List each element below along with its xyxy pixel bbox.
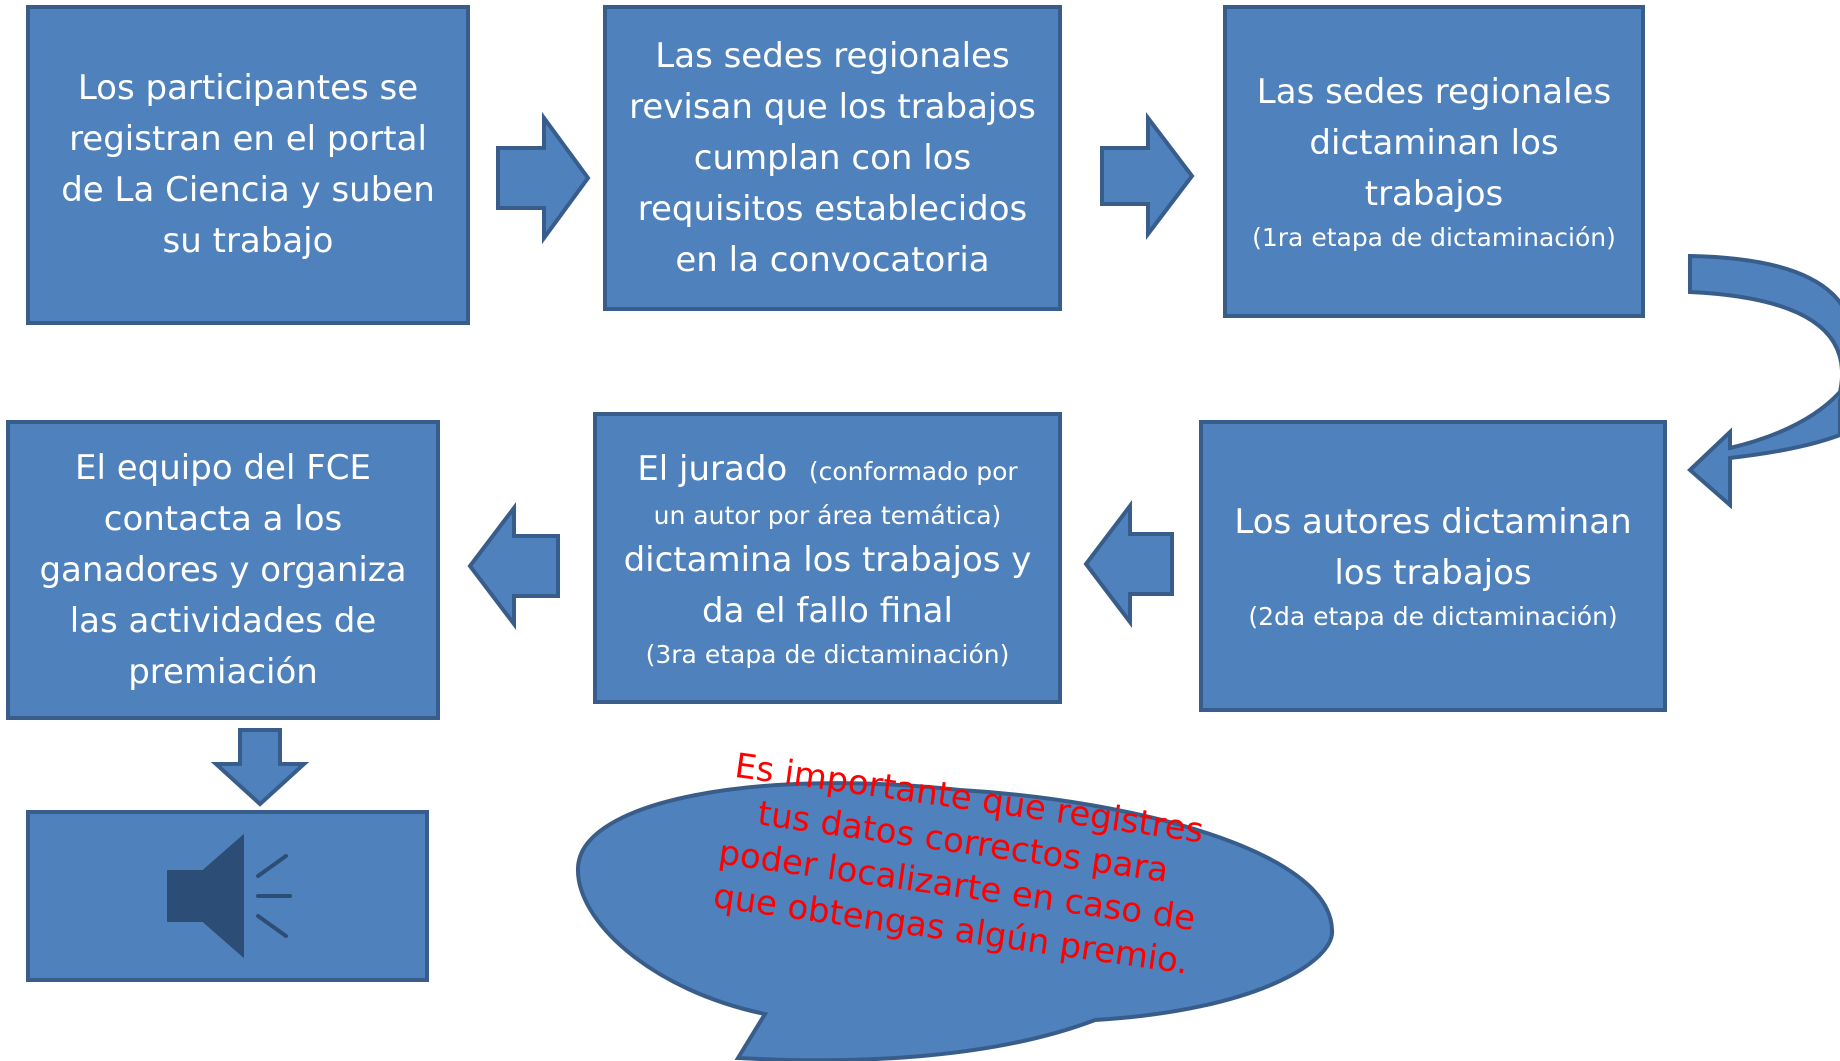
arrow-left-2 xyxy=(467,502,560,630)
step-6-line-1: El equipo del FCE xyxy=(75,447,371,488)
step-1-line-4: su trabajo xyxy=(162,221,334,261)
speech-bubble xyxy=(575,781,1335,1061)
step-5-line-3: dictamina los trabajos y xyxy=(623,539,1032,580)
step-5-note: (3ra etapa de dictaminación) xyxy=(645,639,1010,669)
step-1-box: Los participantes se registran en el por… xyxy=(26,5,470,325)
arrow-down xyxy=(210,728,310,807)
step-6-line-3: ganadores y organiza xyxy=(39,549,407,590)
step-1-line-3: de La Ciencia y suben xyxy=(61,170,435,210)
arrow-left-1 xyxy=(1083,500,1174,628)
step-7-audio-box[interactable] xyxy=(26,810,429,982)
step-3-note: (1ra etapa de dictaminación) xyxy=(1252,223,1616,252)
step-4-note: (2da etapa de dictaminación) xyxy=(1248,602,1618,631)
step-1-line-2: registran en el portal xyxy=(69,119,427,159)
step-2-line-5: en la convocatoria xyxy=(675,239,990,280)
step-5-line-1: El jurado (conformado por xyxy=(637,444,1017,497)
step-3-line-3: trabajos xyxy=(1364,174,1504,214)
step-4-box: Los autores dictaminan los trabajos (2da… xyxy=(1199,420,1667,712)
speaker-icon xyxy=(166,833,292,959)
step-2-box: Las sedes regionales revisan que los tra… xyxy=(603,5,1062,311)
step-6-box: El equipo del FCE contacta a los ganador… xyxy=(6,420,440,720)
arrow-curved-down xyxy=(1687,253,1840,510)
step-2-line-4: requisitos establecidos xyxy=(637,188,1028,229)
step-2-line-1: Las sedes regionales xyxy=(655,35,1010,76)
step-5-aside-2: un autor por área temática) xyxy=(653,500,1002,530)
step-5-aside-1: (conformado por xyxy=(808,456,1018,486)
step-4-line-1: Los autores dictaminan xyxy=(1234,502,1632,542)
step-5-box: El jurado (conformado por un autor por á… xyxy=(593,412,1062,704)
arrow-right-1 xyxy=(496,111,591,245)
step-2-line-3: cumplan con los xyxy=(693,137,972,178)
step-4-line-2: los trabajos xyxy=(1334,553,1532,593)
step-3-line-2: dictaminan los xyxy=(1309,123,1559,163)
step-6-line-4: las actividades de xyxy=(69,600,377,641)
step-3-box: Las sedes regionales dictaminan los trab… xyxy=(1223,5,1645,318)
step-6-line-5: premiación xyxy=(128,651,318,692)
step-6-line-2: contacta a los xyxy=(103,498,343,539)
step-3-line-1: Las sedes regionales xyxy=(1256,72,1612,112)
step-5-main: El jurado xyxy=(637,448,788,489)
step-1-line-1: Los participantes se xyxy=(77,68,419,108)
arrow-right-2 xyxy=(1100,112,1195,240)
step-2-line-2: revisan que los trabajos xyxy=(629,86,1036,127)
step-5-line-4: da el fallo final xyxy=(702,590,953,631)
